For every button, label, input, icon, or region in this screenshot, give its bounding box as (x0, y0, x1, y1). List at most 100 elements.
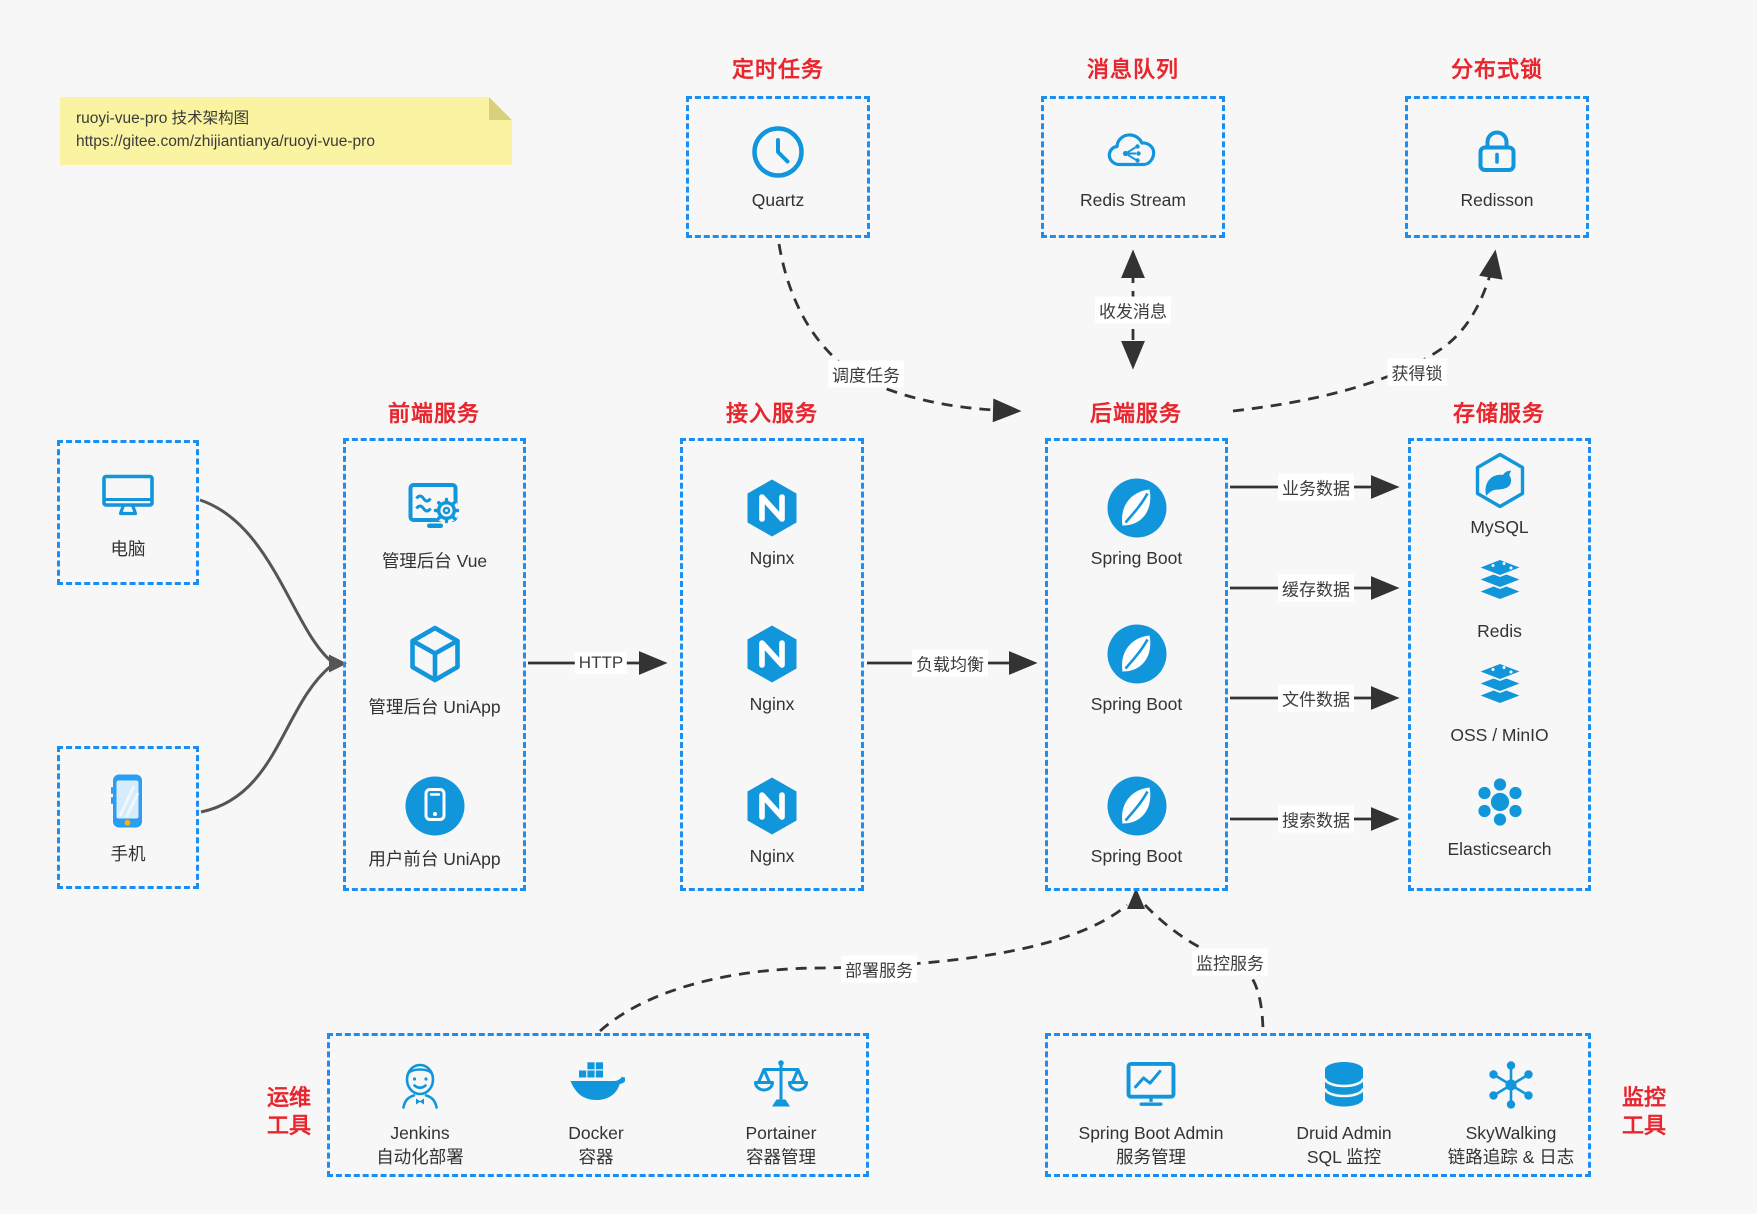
monitoring-tools-box: Spring Boot Admin 服务管理 Druid Admin SQL 监… (1045, 1033, 1591, 1177)
ops-item-portainer: Portainer 容器管理 (701, 1056, 861, 1169)
title-frontend: 前端服务 (387, 401, 481, 426)
storage-item-redis: Redis (1411, 555, 1588, 642)
druid-db-icon (1323, 1062, 1365, 1107)
gateway-item-nginx-2: Nginx (683, 623, 861, 715)
admin-uniapp-label: 管理后台 UniApp (368, 697, 501, 717)
smartphone-icon (111, 774, 142, 827)
title-backend: 后端服务 (1089, 401, 1183, 426)
springboot-label: Spring Boot (1090, 548, 1183, 568)
cloud-queue-icon (1107, 133, 1156, 167)
mysql-icon (1475, 452, 1524, 509)
frontend-box: 管理后台 Vue 管理后台 UniApp 用户前台 UniApp (343, 438, 526, 891)
spring-admin-icon (1126, 1061, 1176, 1106)
monitoring-item-sba: Spring Boot Admin 服务管理 (1056, 1056, 1246, 1169)
edge-label-schedule: 调度任务 (828, 360, 904, 388)
redisson-box: Redisson (1405, 96, 1589, 238)
nginx-icon (747, 479, 797, 537)
user-app-icon (405, 776, 464, 836)
oss-stack-icon (1476, 662, 1523, 705)
jenkins-name: Jenkins (390, 1123, 450, 1143)
ops-item-docker: Docker 容器 (516, 1056, 676, 1169)
edge-desktop-frontend (199, 498, 332, 663)
desktop-client-box: 电脑 (57, 440, 199, 585)
portainer-desc: 容器管理 (745, 1147, 816, 1167)
elasticsearch-label: Elasticsearch (1447, 839, 1552, 859)
spring-boot-icon (1107, 624, 1166, 684)
sba-desc: 服务管理 (1115, 1147, 1186, 1167)
gateway-box: Nginx Nginx Nginx (680, 438, 864, 891)
title-scheduled-jobs: 定时任务 (731, 57, 825, 82)
docker-desc: 容器 (578, 1147, 614, 1167)
elasticsearch-icon (1476, 776, 1523, 828)
nginx-icon (747, 777, 797, 835)
sba-name: Spring Boot Admin (1078, 1123, 1224, 1143)
backend-item-springboot-2: Spring Boot (1048, 623, 1225, 715)
sticky-note: ruoyi-vue-pro 技术架构图 https://gitee.com/zh… (60, 97, 512, 165)
portainer-name: Portainer (745, 1123, 817, 1143)
phone-client-box: 手机 (57, 746, 199, 889)
druid-desc: SQL 监控 (1306, 1147, 1382, 1167)
druid-name: Druid Admin (1296, 1123, 1392, 1143)
storage-item-mysql: MySQL (1411, 451, 1588, 538)
docker-name: Docker (568, 1123, 624, 1143)
redis-stack-icon (1476, 558, 1523, 601)
arrowhead-backend-bottom (1127, 888, 1145, 909)
redis-label: Redis (1477, 621, 1522, 641)
nginx-icon (747, 625, 797, 683)
quartz-box: Quartz (686, 96, 870, 238)
redisson-label: Redisson (1460, 190, 1534, 210)
edge-label-http: HTTP (574, 652, 628, 674)
ops-tools-box: Jenkins 自动化部署 Docker 容器 (327, 1033, 869, 1177)
edge-lock (1232, 249, 1503, 413)
edge-label-search-data: 搜索数据 (1278, 805, 1354, 833)
title-storage: 存储服务 (1452, 401, 1546, 426)
monitoring-title-line1: 监控 (1621, 1085, 1666, 1110)
monitoring-title-line2: 工具 (1621, 1113, 1666, 1138)
frontend-item-admin-vue: 管理后台 Vue (346, 477, 523, 573)
redis-stream-box: Redis Stream (1041, 96, 1225, 238)
nginx-label: Nginx (749, 846, 795, 866)
frontend-item-user-uniapp: 用户前台 UniApp (346, 775, 523, 871)
edge-deploy (599, 903, 1128, 1033)
backend-box: Spring Boot Spring Boot Spring Boot (1045, 438, 1228, 891)
monitoring-item-skywalking: SkyWalking 链路追踪 & 日志 (1406, 1056, 1616, 1169)
nginx-label: Nginx (749, 694, 795, 714)
edge-label-file-data: 文件数据 (1278, 684, 1354, 712)
quartz-label: Quartz (751, 190, 805, 210)
ops-title-line2: 工具 (266, 1113, 311, 1138)
skywalking-desc: 链路追踪 & 日志 (1447, 1147, 1575, 1167)
title-message-queue: 消息队列 (1086, 57, 1180, 82)
gateway-item-nginx-3: Nginx (683, 775, 861, 867)
jenkins-icon (402, 1063, 438, 1109)
redis-stream-label: Redis Stream (1079, 190, 1186, 210)
clock-icon (752, 126, 804, 178)
storage-item-elasticsearch: Elasticsearch (1411, 773, 1588, 860)
backend-item-springboot-1: Spring Boot (1048, 477, 1225, 569)
storage-item-oss: OSS / MinIO (1411, 659, 1588, 746)
gateway-item-nginx-1: Nginx (683, 477, 861, 569)
springboot-label: Spring Boot (1090, 694, 1183, 714)
spring-boot-icon (1107, 776, 1166, 836)
edge-label-biz-data: 业务数据 (1278, 473, 1354, 501)
portainer-icon (754, 1060, 808, 1107)
desktop-label: 电脑 (110, 538, 146, 559)
docker-icon (570, 1062, 625, 1100)
edge-label-lock: 获得锁 (1387, 358, 1447, 386)
edge-label-deploy: 部署服务 (841, 955, 917, 983)
nginx-label: Nginx (749, 548, 795, 568)
storage-box: MySQL Redis OSS / Mi (1408, 438, 1591, 891)
title-distributed-lock: 分布式锁 (1450, 57, 1544, 82)
arrowhead-frontend (329, 654, 347, 673)
mysql-label: MySQL (1470, 517, 1529, 537)
lock-icon (1478, 130, 1516, 172)
spring-boot-icon (1107, 478, 1166, 538)
note-fold-icon (489, 97, 512, 120)
admin-vue-label: 管理后台 Vue (381, 551, 488, 571)
uniapp-cube-icon (409, 625, 460, 683)
edge-label-cache-data: 缓存数据 (1278, 574, 1354, 602)
title-gateway: 接入服务 (725, 401, 819, 426)
frontend-item-admin-uniapp: 管理后台 UniApp (346, 623, 523, 719)
skywalking-name: SkyWalking (1465, 1123, 1557, 1143)
ops-item-jenkins: Jenkins 自动化部署 (340, 1056, 500, 1169)
